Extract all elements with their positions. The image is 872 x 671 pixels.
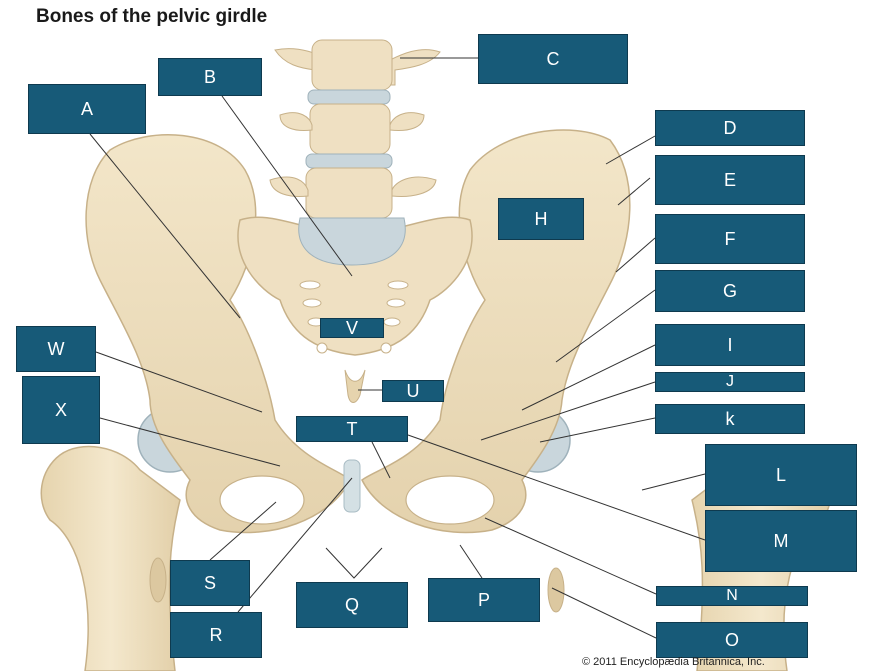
leader-line-R — [237, 477, 353, 613]
leader-line-F — [615, 237, 656, 273]
sacral-foramina — [299, 280, 409, 354]
left-obturator-foramen — [219, 475, 305, 525]
label-box-T[interactable]: T — [296, 416, 408, 442]
leader-line-E — [617, 177, 651, 206]
leader-line-B — [221, 95, 353, 277]
leader-line-K — [539, 417, 656, 443]
label-box-V[interactable]: V — [320, 318, 384, 338]
leader-line-Q — [325, 547, 383, 579]
leader-line-A — [89, 133, 241, 319]
label-box-A[interactable]: A — [28, 84, 146, 134]
leader-line-D — [605, 135, 656, 165]
label-box-C[interactable]: C — [478, 34, 628, 84]
left-hip-bone — [85, 134, 351, 534]
label-box-S[interactable]: S — [170, 560, 250, 606]
leader-line-N — [484, 517, 657, 595]
diagram-title: Bones of the pelvic girdle — [36, 6, 268, 27]
lumbar-vertebrae — [269, 39, 441, 266]
label-box-M[interactable]: M — [705, 510, 857, 572]
leader-line-P — [459, 544, 483, 579]
label-box-U[interactable]: U — [382, 380, 444, 402]
label-box-W[interactable]: W — [16, 326, 96, 372]
leader-line-G — [555, 289, 656, 363]
label-box-D[interactable]: D — [655, 110, 805, 146]
left-femur — [40, 445, 181, 671]
label-box-I[interactable]: I — [655, 324, 805, 366]
label-box-Q[interactable]: Q — [296, 582, 408, 628]
label-box-F[interactable]: F — [655, 214, 805, 264]
copyright-notice: © 2011 Encyclopædia Britannica, Inc. — [582, 656, 765, 668]
label-box-B[interactable]: B — [158, 58, 262, 96]
coccyx — [344, 369, 366, 403]
label-box-E[interactable]: E — [655, 155, 805, 205]
label-box-N[interactable]: N — [656, 586, 808, 606]
leader-line-J — [480, 381, 656, 441]
right-obturator-foramen — [405, 475, 495, 525]
leader-line-W — [95, 351, 263, 413]
pubic-symphysis — [343, 459, 361, 513]
leader-line-T — [371, 441, 391, 479]
label-box-R[interactable]: R — [170, 612, 262, 658]
label-box-X[interactable]: X — [22, 376, 100, 444]
label-box-G[interactable]: G — [655, 270, 805, 312]
leader-line-L — [641, 473, 706, 491]
leader-line-O — [551, 587, 657, 639]
leader-line-M — [407, 434, 706, 541]
leader-line-X — [99, 417, 281, 467]
label-box-L[interactable]: L — [705, 444, 857, 506]
label-box-P[interactable]: P — [428, 578, 540, 622]
label-box-K[interactable]: k — [655, 404, 805, 434]
label-box-J[interactable]: J — [655, 372, 805, 392]
leader-line-I — [521, 344, 656, 411]
leader-line-S — [209, 501, 277, 561]
label-box-H[interactable]: H — [498, 198, 584, 240]
label-box-O[interactable]: O — [656, 622, 808, 658]
